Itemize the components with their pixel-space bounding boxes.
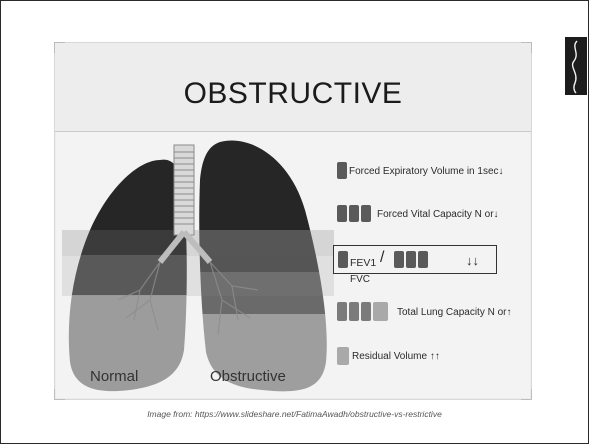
swatch xyxy=(349,205,359,222)
label-obstructive: Obstructive xyxy=(210,368,286,385)
arrow: ↓ xyxy=(494,209,499,220)
swatch xyxy=(361,302,371,321)
legend-fev1: Forced Expiratory Volume in 1sec↓ xyxy=(349,166,504,177)
legend-rv: Residual Volume ↑↑ xyxy=(352,351,440,362)
swatch xyxy=(338,251,348,268)
legend-label: Total Lung Capacity N or xyxy=(397,307,507,318)
swatch xyxy=(361,205,371,222)
arrow: ↑ xyxy=(507,307,512,318)
ratio-slash: / xyxy=(380,249,384,267)
legend-label: Forced Vital Capacity N or xyxy=(377,209,494,220)
ratio-numerator: FEV1 xyxy=(350,257,376,269)
legend-fvc: Forced Vital Capacity N or↓ xyxy=(377,209,499,220)
legend-tlc: Total Lung Capacity N or↑ xyxy=(397,307,512,318)
swatch xyxy=(337,205,347,222)
legend-label: Residual Volume xyxy=(352,351,427,362)
logo-icon xyxy=(565,37,587,95)
arrow: ↓ xyxy=(499,166,504,177)
swatch xyxy=(406,251,416,268)
legend-label: Forced Expiratory Volume in 1sec xyxy=(349,166,499,177)
swatch xyxy=(349,302,359,321)
swatch xyxy=(373,302,388,321)
arrow: ↑↑ xyxy=(430,351,440,362)
label-normal: Normal xyxy=(90,368,138,385)
swatch xyxy=(418,251,428,268)
swatch xyxy=(337,347,349,365)
swatch xyxy=(337,302,347,321)
image-caption: Image from: https://www.slideshare.net/F… xyxy=(0,409,589,419)
swatch xyxy=(337,162,347,179)
ratio-denominator: FVC xyxy=(350,274,370,285)
swatch xyxy=(394,251,404,268)
ratio-arrows: ↓↓ xyxy=(466,253,479,268)
band xyxy=(62,256,334,296)
